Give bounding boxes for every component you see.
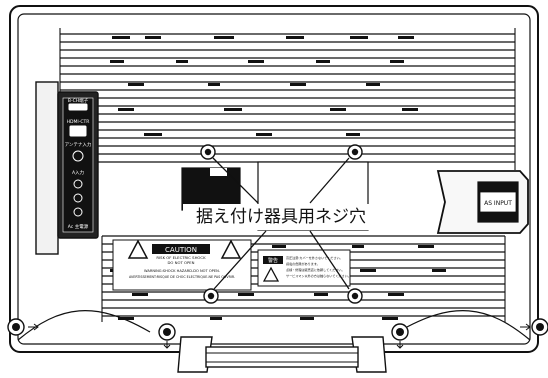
mount-hole-top-left — [200, 144, 216, 160]
vent-slot-block — [238, 293, 254, 296]
right-side-curve — [397, 310, 531, 341]
right-module-label-box — [479, 191, 517, 213]
warning-line-2: 感電の危険があります。 — [286, 261, 320, 266]
left-connector-panel: B-CH端子 HDMI-CTR アンテナ入力 A入力 Ac 主電源 — [35, 81, 99, 255]
leader-bottom-right — [309, 230, 350, 290]
vent-slot-block — [248, 60, 264, 63]
caution-line-3: WARNING:SHOCK HAZARD-DO NOT OPEN. — [144, 269, 220, 273]
vent-slot-block — [132, 293, 148, 296]
vent-slot-block — [402, 108, 418, 111]
stand-screw-right — [391, 323, 409, 349]
panel-label-ac-main: Ac 主電源 — [68, 223, 89, 230]
mount-hole-callout: 据え付け器具用ネジ穴 — [183, 204, 379, 230]
vent-slot-block — [418, 245, 434, 248]
mount-hole-top-right — [347, 144, 363, 160]
mounting-holes — [7, 144, 548, 349]
left-dark-block-notch — [210, 168, 227, 176]
left-side-curve — [17, 310, 151, 341]
port-b-ch — [68, 103, 88, 111]
vent-slot-block — [314, 293, 328, 296]
port-hdmi — [69, 125, 87, 137]
vent-slot-block — [316, 60, 330, 63]
panel-label-antenna: アンテナ入力 — [65, 141, 92, 148]
side-screw-left — [7, 318, 39, 336]
monitor-inner-border — [17, 13, 531, 345]
left-panel-frame — [35, 81, 59, 255]
vent-slot-block — [210, 317, 222, 320]
panel-label-hdmi: HDMI-CTR — [67, 119, 90, 125]
warning-triangle-icon — [262, 266, 280, 282]
right-input-module: AS INPUT — [436, 170, 529, 234]
vent-slot-block — [360, 269, 376, 272]
warning-title: 警告 — [268, 257, 278, 264]
panel-label-ac: A入力 — [72, 169, 85, 176]
vent-slot-block — [352, 245, 364, 248]
stand-screw-left — [158, 323, 176, 349]
caution-line-1: RISK OF ELECTRIC SHOCK — [156, 255, 206, 260]
warning-header-box — [263, 256, 283, 264]
port-antenna — [72, 150, 84, 162]
warning-line-1: 高圧注意:カバーを外さないでください。 — [286, 255, 343, 260]
vent-slot-block — [110, 60, 124, 63]
vent-slot-block — [330, 108, 346, 111]
leader-bottom-left — [213, 230, 267, 290]
warning-line-4: サービスマン以外の方は触らないでください。 — [286, 273, 351, 278]
vent-slot-block — [224, 108, 242, 111]
right-input-label: AS INPUT — [484, 200, 512, 207]
side-screw-right — [520, 318, 548, 336]
caution-header-box — [152, 244, 210, 254]
callout-leaders — [212, 157, 350, 290]
vent-slot-block — [208, 83, 220, 86]
vent-slot-block — [398, 36, 414, 39]
vent-slot-block — [118, 317, 134, 320]
vent-slot-block — [256, 133, 272, 136]
vent-slot-block — [432, 269, 446, 272]
vent-slot-block — [290, 83, 306, 86]
vent-slot-block — [214, 36, 234, 39]
vent-slot-block — [128, 83, 144, 86]
vent-slot-block — [118, 108, 134, 111]
vent-slot-block — [145, 36, 161, 39]
stand-left-foot — [177, 336, 213, 373]
caution-title: CAUTION — [165, 246, 197, 254]
mount-hole-bottom-left — [203, 288, 219, 304]
vent-slot-block — [144, 133, 162, 136]
left-warning-triangle-icon — [127, 239, 149, 259]
panel-label-input-b: B-CH端子 — [68, 97, 89, 104]
mount-hole-bottom-right — [347, 288, 363, 304]
vent-slot-block — [272, 245, 286, 248]
vent-slot-block — [350, 36, 368, 39]
port-ac-a — [73, 179, 83, 189]
stand-bridge — [205, 346, 359, 368]
leader-top-left — [212, 157, 259, 204]
port-ac-c — [73, 207, 83, 217]
caution-line-4: AVERTISSEMENT:RISQUE DE CHOC ELECTRIQUE-… — [129, 275, 235, 279]
port-ac-b — [73, 193, 83, 203]
vent-slot-block — [390, 60, 404, 63]
vent-slot-block — [346, 133, 360, 136]
caution-line-2: DO NOT OPEN — [168, 260, 195, 265]
vent-slot-block — [286, 36, 304, 39]
left-panel-connectors — [68, 103, 88, 217]
vent-slot-block — [382, 317, 398, 320]
warning-line-3: 点検・修理は販売店に依頼してください。 — [286, 267, 345, 272]
vent-slot-block — [388, 293, 404, 296]
leader-top-right — [309, 157, 350, 204]
vent-slot-block — [300, 317, 314, 320]
warning-label-group: 警告 高圧注意:カバーを外さないでください。 感電の危険があります。 点検・修理… — [257, 249, 351, 287]
caution-label-group: CAUTION RISK OF ELECTRIC SHOCK DO NOT OP… — [112, 239, 252, 291]
right-warning-triangle-icon — [220, 239, 242, 259]
vent-slot-block — [112, 36, 130, 39]
vent-slot-block — [366, 83, 380, 86]
vent-slot-block — [176, 60, 188, 63]
bottom-stand — [177, 336, 387, 373]
